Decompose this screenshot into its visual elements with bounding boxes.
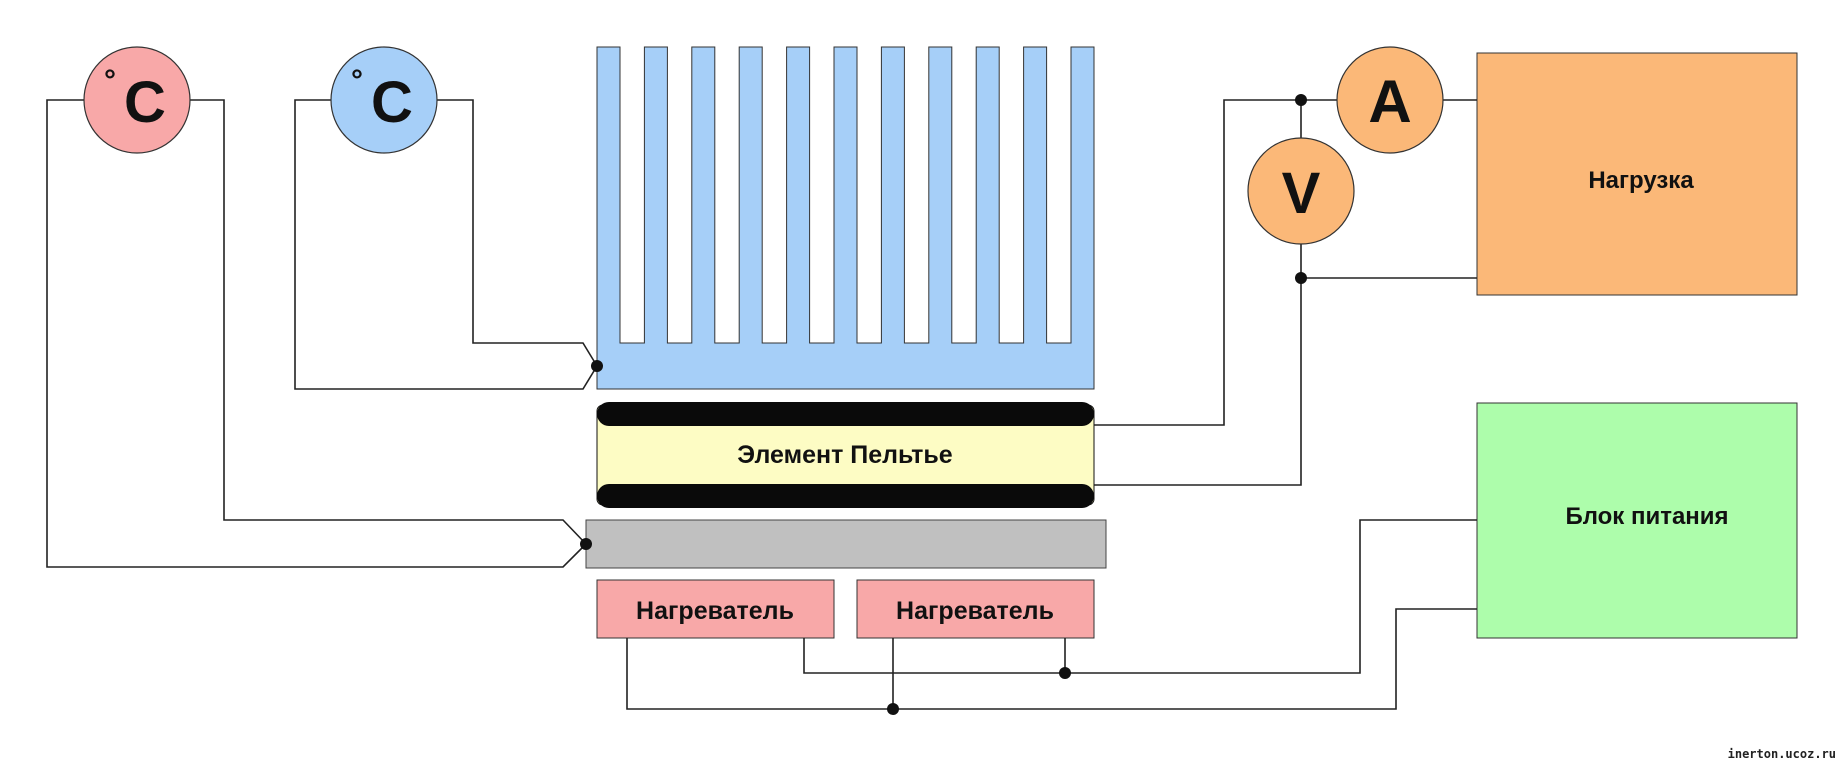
thermometer-cold-degree-icon: ° <box>351 64 363 97</box>
wire-peltier-top-to-ammeter <box>1094 99 1337 426</box>
junction-voltmeter-bottom <box>1295 272 1307 284</box>
peltier-bottom-plate <box>597 484 1094 508</box>
junction-dots <box>580 94 1307 715</box>
power-supply-block: Блок питания <box>1476 402 1798 639</box>
peltier-element: Элемент Пельтье <box>596 402 1095 508</box>
thermometer-cold-dial <box>330 46 438 154</box>
voltmeter-dial <box>1247 137 1355 245</box>
power-supply-body <box>1476 402 1798 639</box>
thermometer-hot-degree-icon: ° <box>104 64 116 97</box>
power-supply-label: Блок питания <box>1565 503 1728 530</box>
load-label: Нагрузка <box>1588 167 1694 194</box>
heater-1: Нагреватель <box>596 579 835 639</box>
junction-voltmeter-top <box>1295 94 1307 106</box>
peltier-label: Элемент Пельтье <box>737 441 953 469</box>
wire-heater-1-left <box>626 608 1477 710</box>
load-body <box>1476 52 1798 296</box>
ammeter-symbol: A <box>1368 68 1411 135</box>
ammeter-dial <box>1336 46 1444 154</box>
thermometer-hot: ° C <box>83 46 191 154</box>
junction-heater-left <box>887 703 899 715</box>
junction-heater-right <box>1059 667 1071 679</box>
voltmeter: V <box>1247 137 1355 245</box>
heater-2: Нагреватель <box>856 579 1095 639</box>
heater-1-body <box>596 579 835 639</box>
junction-heatsink-probe <box>591 360 603 372</box>
wiring <box>46 99 1477 710</box>
thermometer-hot-unit: C <box>124 70 166 135</box>
watermark: inerton.ucoz.ru <box>1728 747 1836 761</box>
heater-1-label: Нагреватель <box>636 597 794 625</box>
heat-spreader-plate <box>585 519 1107 569</box>
voltmeter-symbol: V <box>1282 161 1321 226</box>
heatsink <box>596 46 1095 390</box>
heatsink-body <box>596 46 1095 390</box>
load-block: Нагрузка <box>1476 52 1798 296</box>
wire-thermo-cold-right <box>437 99 598 367</box>
wire-heater-1-right <box>803 519 1477 674</box>
thermometer-cold-unit: C <box>371 70 413 135</box>
peltier-top-plate <box>597 402 1094 426</box>
wire-thermo-hot-right <box>189 99 587 545</box>
thermometer-hot-dial <box>83 46 191 154</box>
thermometer-cold: ° C <box>330 46 438 154</box>
ammeter: A <box>1336 46 1444 154</box>
junction-plate-probe <box>580 538 592 550</box>
wire-thermo-cold-left <box>294 99 598 390</box>
wire-thermo-hot-left <box>46 99 587 568</box>
wire-voltmeter-bottom <box>1094 238 1302 486</box>
heater-2-body <box>856 579 1095 639</box>
heater-2-label: Нагреватель <box>896 597 1054 625</box>
